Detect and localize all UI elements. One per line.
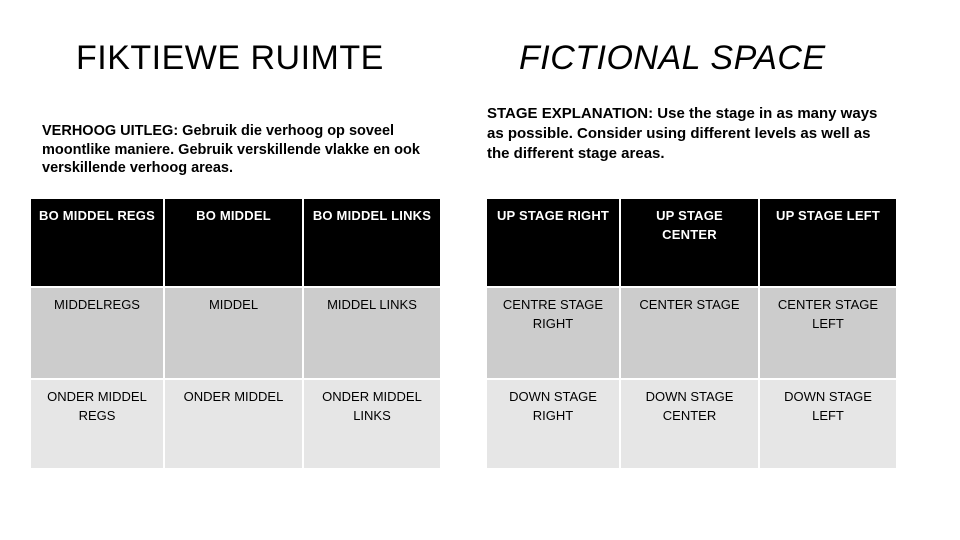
table-cell-header: UP STAGE LEFT [760,199,896,286]
right-panel-title: FICTIONAL SPACE [519,39,826,77]
table-cell: DOWN STAGE RIGHT [487,380,619,468]
stage-areas-table-afrikaans: BO MIDDEL REGS BO MIDDEL BO MIDDEL LINKS… [31,199,440,468]
left-panel-explanation: VERHOOG UITLEG: Gebruik die verhoog op s… [42,123,420,177]
right-panel-explanation: STAGE EXPLANATION: Use the stage in as m… [487,105,878,162]
stage-areas-table-english: UP STAGE RIGHT UP STAGE CENTER UP STAGE … [487,199,896,468]
table-cell-header: BO MIDDEL [165,199,302,286]
left-panel-title: FIKTIEWE RUIMTE [76,39,384,77]
table-cell: DOWN STAGE CENTER [621,380,758,468]
table-cell: ONDER MIDDEL LINKS [304,380,440,468]
table-cell: CENTER STAGE LEFT [760,288,896,378]
table-cell-header: BO MIDDEL REGS [31,199,163,286]
table-cell: ONDER MIDDEL [165,380,302,468]
table-cell: ONDER MIDDEL REGS [31,380,163,468]
table-cell-header: UP STAGE CENTER [621,199,758,286]
table-cell: DOWN STAGE LEFT [760,380,896,468]
table-cell: CENTRE STAGE RIGHT [487,288,619,378]
table-cell-header: UP STAGE RIGHT [487,199,619,286]
table-cell-header: BO MIDDEL LINKS [304,199,440,286]
table-cell: MIDDEL LINKS [304,288,440,378]
table-cell: MIDDELREGS [31,288,163,378]
table-cell: CENTER STAGE [621,288,758,378]
table-cell: MIDDEL [165,288,302,378]
